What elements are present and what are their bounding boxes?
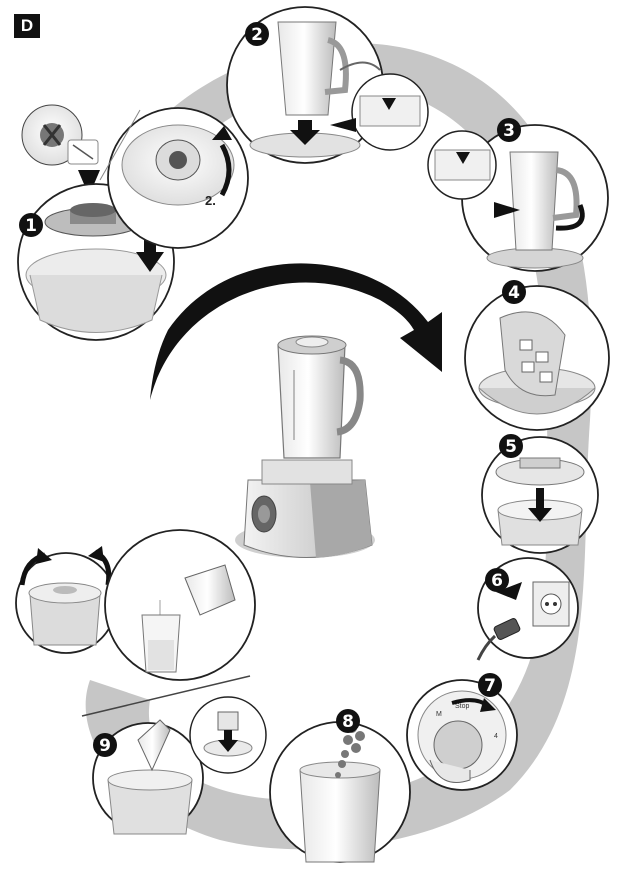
step-number: 7 — [484, 676, 496, 696]
step-1-inset: 2. — [99, 107, 249, 249]
step-badge-2: 2 — [245, 22, 269, 46]
step-number: 3 — [503, 121, 515, 141]
step-number: 8 — [342, 712, 354, 732]
serve-panel — [15, 529, 256, 681]
step-badge-8: 8 — [336, 709, 360, 733]
step-number: 1 — [25, 216, 37, 236]
divider-line — [81, 675, 251, 717]
step-8-panel — [269, 721, 411, 863]
pouring-jug-icon — [184, 564, 236, 616]
sub-label-second: 2. — [205, 193, 216, 208]
step-7-panel: Stop M 4 — [406, 679, 518, 791]
curved-arrow-icon — [150, 263, 442, 400]
step-badges: 1 2 3 4 5 6 7 8 9 — [19, 22, 526, 757]
step-badge-7: 7 — [478, 673, 502, 697]
step-number: 6 — [491, 571, 503, 591]
step-5-panel — [481, 436, 599, 554]
step-badge-4: 4 — [502, 280, 526, 304]
power-plug-icon — [476, 618, 521, 661]
dial-label-max: 4 — [494, 733, 498, 740]
step-number: 2 — [251, 25, 263, 45]
dial-label-stop: Stop — [455, 703, 470, 710]
jar-icon — [277, 21, 337, 116]
step-badge-3: 3 — [497, 118, 521, 142]
pouring-jug-icon — [137, 719, 171, 772]
step-number: 9 — [99, 736, 111, 756]
step-4-panel — [464, 285, 610, 431]
step-3-panel — [427, 124, 609, 272]
step-badge-5: 5 — [499, 434, 523, 458]
dial-label-min: M — [436, 711, 442, 718]
step-badge-6: 6 — [485, 568, 509, 592]
step-9-panel — [81, 675, 267, 835]
step-number: 5 — [505, 437, 517, 457]
step-badge-1: 1 — [19, 213, 43, 237]
blender-icon — [235, 335, 375, 558]
step-badge-9: 9 — [93, 733, 117, 757]
step-number: 4 — [508, 283, 520, 303]
section-badge: D — [14, 14, 40, 38]
ice-cubes-icon — [519, 339, 553, 383]
step-6-panel — [476, 557, 579, 661]
step-2-panel — [226, 6, 429, 164]
